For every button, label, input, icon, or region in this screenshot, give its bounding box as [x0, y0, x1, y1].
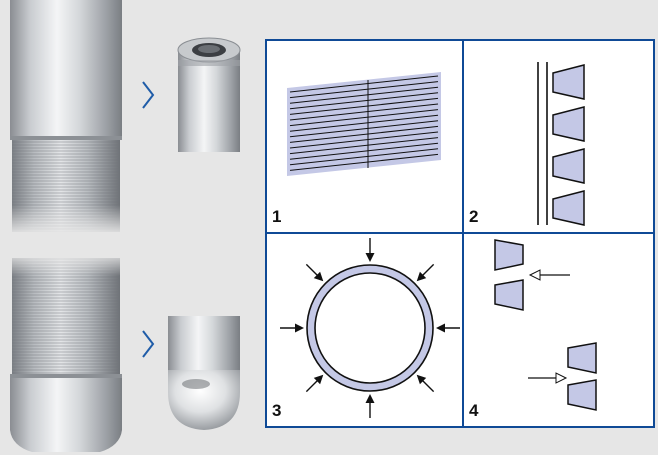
wedge-wire-profiles	[552, 64, 585, 226]
panel-4: 4	[469, 239, 597, 420]
pressure-arrow-shaft	[421, 263, 435, 277]
wedge-pair-profiles	[494, 239, 597, 411]
ring-bore	[314, 272, 426, 384]
panel-1: 1	[272, 72, 441, 226]
inflow-arrow	[528, 269, 570, 281]
chevron-right-icon	[142, 81, 155, 109]
pressure-arrow-head	[313, 374, 324, 385]
screen-slot-line	[289, 114, 439, 132]
panel-number: 1	[272, 207, 281, 226]
panel-number: 3	[272, 401, 281, 420]
screen-slot-line	[289, 86, 439, 104]
bullnose-end-fitting-photo	[168, 316, 240, 430]
screen-slot-line	[289, 75, 439, 93]
chevron-right-icon	[142, 330, 155, 358]
screen-slot-line	[289, 137, 439, 155]
wedge-profile	[494, 239, 524, 271]
panel-number: 4	[469, 401, 479, 420]
panel-number: 2	[469, 207, 478, 226]
wedge-profile	[567, 342, 597, 374]
panel-3: 3	[272, 238, 460, 420]
pressure-arrow-head	[436, 323, 445, 333]
wedge-wire-profile	[552, 64, 585, 100]
pressure-arrow-shaft	[305, 263, 319, 277]
slotted-screen-illustration	[287, 72, 441, 176]
wedge-wire-profile	[552, 190, 585, 226]
wedge-profile	[567, 379, 597, 411]
pressure-arrow-head	[416, 374, 427, 385]
pressure-arrow-head	[365, 253, 375, 262]
screen-pipe-top-photo	[0, 0, 135, 235]
screen-slot-line	[289, 120, 439, 138]
screen-slot-line	[289, 148, 439, 166]
screen-slot-line	[289, 92, 439, 110]
screen-pipe-bottom-photo	[0, 252, 135, 452]
panel-2: 2	[469, 62, 585, 226]
screen-slot-line	[289, 131, 439, 149]
pressure-arrow-shaft	[305, 379, 319, 393]
screen-slot-line	[289, 125, 439, 143]
screen-slot-line	[289, 109, 439, 127]
screen-slot-line	[289, 103, 439, 121]
wedge-wire-profile	[552, 148, 585, 184]
pressure-arrows	[280, 238, 460, 418]
pressure-arrow-head	[313, 271, 324, 282]
threaded-end-fitting-photo	[177, 37, 241, 152]
screen-slot-line	[289, 153, 439, 171]
pressure-arrow-shaft	[421, 379, 435, 393]
pressure-arrow-head	[416, 271, 427, 282]
inflow-arrow	[528, 372, 568, 384]
screen-slot-line	[289, 142, 439, 160]
pressure-arrow-head	[295, 323, 304, 333]
screen-slot-line	[289, 97, 439, 115]
pressure-arrow-head	[365, 394, 375, 403]
wedge-wire-profile	[552, 106, 585, 142]
wedge-profile	[494, 279, 524, 311]
screen-slot-line	[289, 81, 439, 99]
